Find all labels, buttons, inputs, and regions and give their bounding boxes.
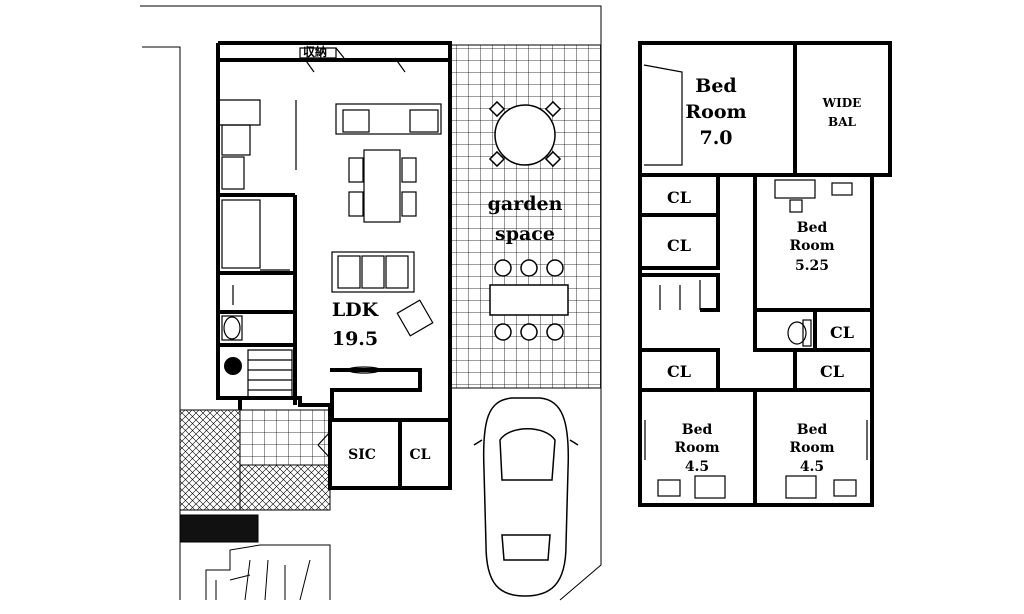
bed4-line1: Bed [797, 422, 828, 438]
closet-d-label: CL [667, 362, 691, 381]
garden-label-line2: space [495, 223, 555, 245]
bed1-line2: Room [685, 101, 746, 123]
bed3-line1: Bed [682, 422, 713, 438]
storage-label: 収納 [303, 44, 327, 59]
closet-c-label: CL [830, 323, 854, 342]
approach-hatch-bottom [239, 464, 331, 511]
wide-bal-line2: BAL [828, 115, 856, 129]
first-floor-thin-lines [220, 47, 442, 459]
closet-b-label: CL [667, 236, 691, 255]
bed4-size: 4.5 [800, 459, 824, 475]
sic-label: SIC [348, 447, 376, 463]
stairs-exterior [205, 544, 331, 601]
bed2-line1: Bed [797, 220, 828, 236]
bed1-size: 7.0 [699, 127, 732, 149]
second-floor-walls [638, 41, 892, 507]
bed4-line2: Room [789, 440, 834, 456]
car-icon [473, 397, 579, 597]
entrance-paving [239, 409, 331, 466]
plant-icon [224, 357, 242, 375]
ldk-size: 19.5 [332, 328, 378, 350]
ldk-name: LDK [332, 299, 380, 321]
second-floor-thin-lines [643, 64, 868, 499]
garden-label-line1: garden [488, 193, 563, 215]
entry-closet-label: CL [410, 447, 431, 463]
closet-a-label: CL [667, 188, 691, 207]
garden-table-icon [489, 259, 569, 341]
round-table-icon [488, 100, 562, 168]
bed2-size: 5.25 [795, 258, 829, 274]
wide-bal-line1: WIDE [822, 96, 862, 110]
bed3-size: 4.5 [685, 459, 709, 475]
bed2-line2: Room [789, 238, 834, 254]
bed1-line1: Bed [695, 75, 736, 97]
bed3-line2: Room [674, 440, 719, 456]
approach-hatch-left [179, 409, 241, 511]
planter [179, 514, 259, 543]
closet-e-label: CL [820, 362, 844, 381]
